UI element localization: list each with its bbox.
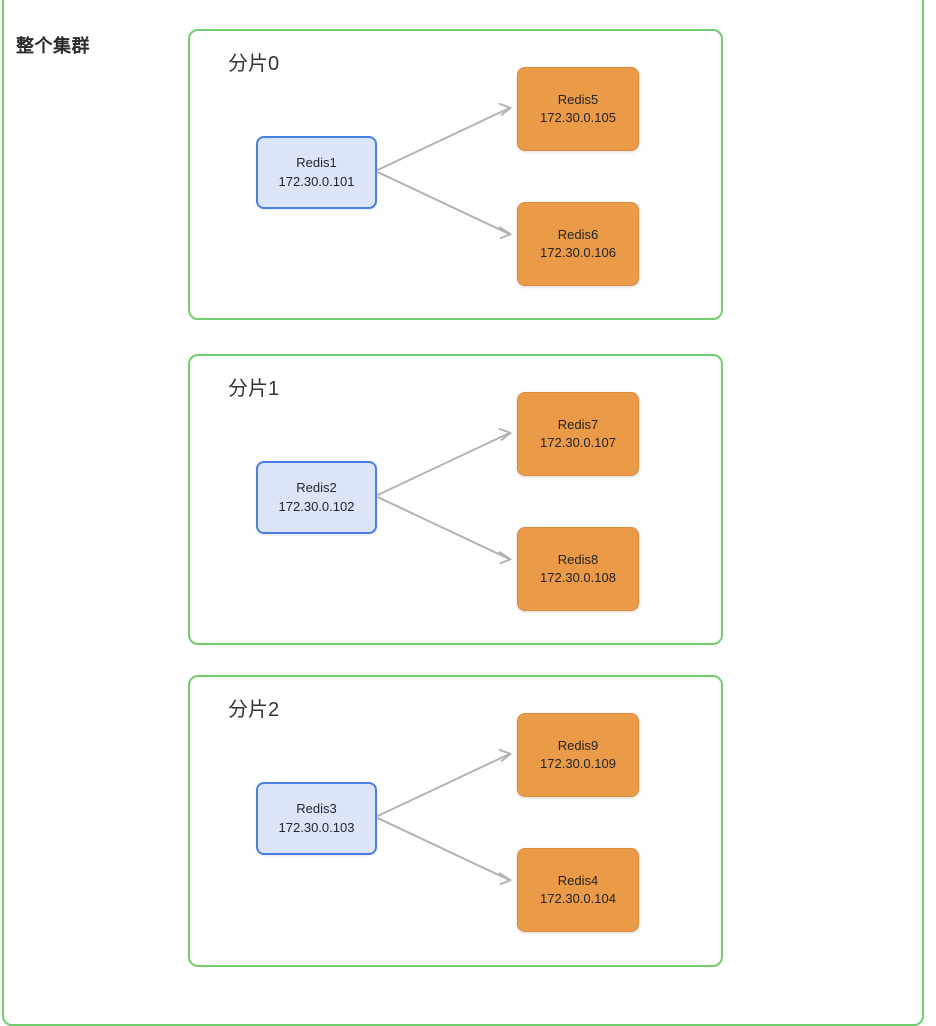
node-ip: 172.30.0.106: [540, 245, 616, 260]
connector-master-to-replica-bottom: [377, 496, 511, 561]
redis-node-master-0[interactable]: Redis1 172.30.0.101: [256, 136, 377, 209]
arrowhead-replica-bottom: [498, 226, 512, 240]
redis-node-replica-1-1[interactable]: Redis8 172.30.0.108: [517, 527, 639, 611]
arrowhead-replica-bottom: [498, 872, 512, 886]
page-title: 整个集群: [16, 36, 90, 56]
redis-node-master-1[interactable]: Redis2 172.30.0.102: [256, 461, 377, 534]
node-ip: 172.30.0.103: [278, 819, 355, 835]
shard-container-0[interactable]: 分片0 Redis1 172.30.0.101 Redis5 172.30.0.…: [188, 29, 723, 320]
node-ip: 172.30.0.102: [278, 498, 355, 514]
shard-container-2[interactable]: 分片2 Redis3 172.30.0.103 Redis9 172.30.0.…: [188, 675, 723, 967]
connector-master-to-replica-top: [377, 107, 511, 171]
redis-node-replica-0-1[interactable]: Redis6 172.30.0.106: [517, 202, 639, 286]
node-ip: 172.30.0.105: [540, 110, 616, 125]
node-name: Redis2: [296, 480, 337, 496]
redis-node-replica-0-0[interactable]: Redis5 172.30.0.105: [517, 67, 639, 151]
node-ip: 172.30.0.101: [278, 173, 355, 189]
arrowhead-replica-bottom: [498, 551, 512, 565]
arrowhead-replica-top: [498, 102, 512, 116]
node-name: Redis8: [557, 551, 599, 567]
node-name: Redis4: [557, 872, 599, 888]
connector-master-to-replica-bottom: [377, 171, 511, 236]
shard-label-1: 分片1: [228, 378, 280, 400]
node-ip: 172.30.0.107: [540, 435, 616, 450]
node-name: Redis9: [557, 737, 599, 753]
shard-label-2: 分片2: [228, 699, 280, 721]
connector-master-to-replica-top: [377, 432, 511, 496]
redis-node-master-2[interactable]: Redis3 172.30.0.103: [256, 782, 377, 855]
redis-node-replica-1-0[interactable]: Redis7 172.30.0.107: [517, 392, 639, 476]
node-ip: 172.30.0.108: [540, 570, 616, 585]
node-ip: 172.30.0.109: [540, 756, 616, 771]
redis-node-replica-2-0[interactable]: Redis9 172.30.0.109: [517, 713, 639, 797]
redis-node-replica-2-1[interactable]: Redis4 172.30.0.104: [517, 848, 639, 932]
node-ip: 172.30.0.104: [540, 891, 616, 906]
node-name: Redis5: [557, 91, 599, 107]
shard-label-0: 分片0: [228, 53, 280, 75]
arrowhead-replica-top: [498, 749, 512, 762]
node-name: Redis1: [296, 155, 337, 171]
connector-master-to-replica-top: [377, 753, 511, 817]
node-name: Redis3: [296, 801, 337, 817]
connector-master-to-replica-bottom: [377, 817, 511, 882]
arrowhead-replica-top: [498, 427, 512, 441]
node-name: Redis6: [557, 226, 599, 242]
shard-container-1[interactable]: 分片1 Redis2 172.30.0.102 Redis7 172.30.0.…: [188, 354, 723, 645]
node-name: Redis7: [557, 416, 599, 432]
